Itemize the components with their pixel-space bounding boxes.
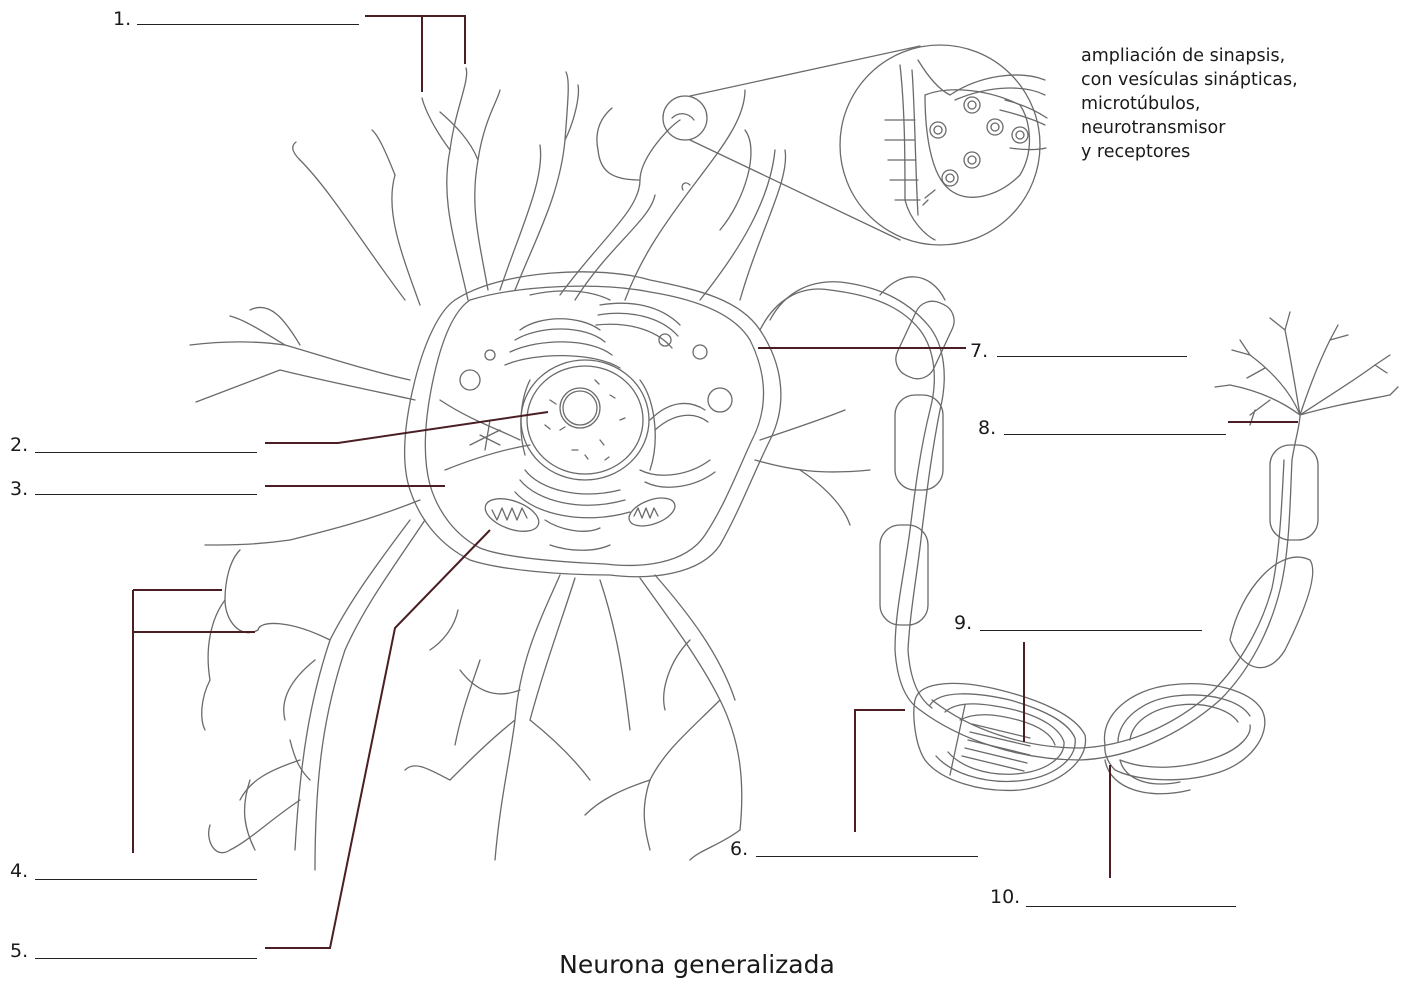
dendrites-upper (293, 68, 786, 305)
label-number-9: 9. (954, 612, 972, 634)
label-number-3: 3. (10, 478, 28, 500)
label-number-10: 10. (990, 886, 1020, 908)
synapse-magnifier (663, 45, 1047, 245)
label-blank-4[interactable] (35, 879, 257, 880)
dendrites-lower (405, 575, 742, 860)
dendrites-left (190, 307, 425, 870)
synapse-note: ampliación de sinapsis, con vesículas si… (1081, 44, 1298, 164)
label-blank-9[interactable] (980, 630, 1202, 631)
label-blank-7[interactable] (997, 356, 1187, 357)
label-number-8: 8. (978, 417, 996, 439)
label-number-6: 6. (730, 838, 748, 860)
diagram-caption: Neurona generalizada (0, 950, 1400, 979)
synapse-note-line-3: microtúbulos, (1081, 92, 1298, 116)
nucleus (521, 360, 655, 480)
label-blank-8[interactable] (1004, 434, 1226, 435)
synapse-note-line-5: y receptores (1081, 140, 1298, 164)
synapse-note-line-1: ampliación de sinapsis, (1081, 44, 1298, 68)
synapse-note-line-4: neurotransmisor (1081, 116, 1298, 140)
label-blank-1[interactable] (137, 24, 359, 25)
label-number-7: 7. (970, 340, 988, 362)
label-number-1: 1. (113, 8, 131, 30)
label-blank-3[interactable] (35, 494, 257, 495)
label-number-4: 4. (10, 860, 28, 882)
label-number-2: 2. (10, 434, 28, 456)
cytoskeleton (440, 400, 530, 470)
dendrites-right (755, 410, 870, 525)
label-blank-2[interactable] (35, 452, 257, 453)
label-blank-10[interactable] (1026, 906, 1236, 907)
label-blank-6[interactable] (756, 856, 978, 857)
synapse-note-line-2: con vesículas sinápticas, (1081, 68, 1298, 92)
